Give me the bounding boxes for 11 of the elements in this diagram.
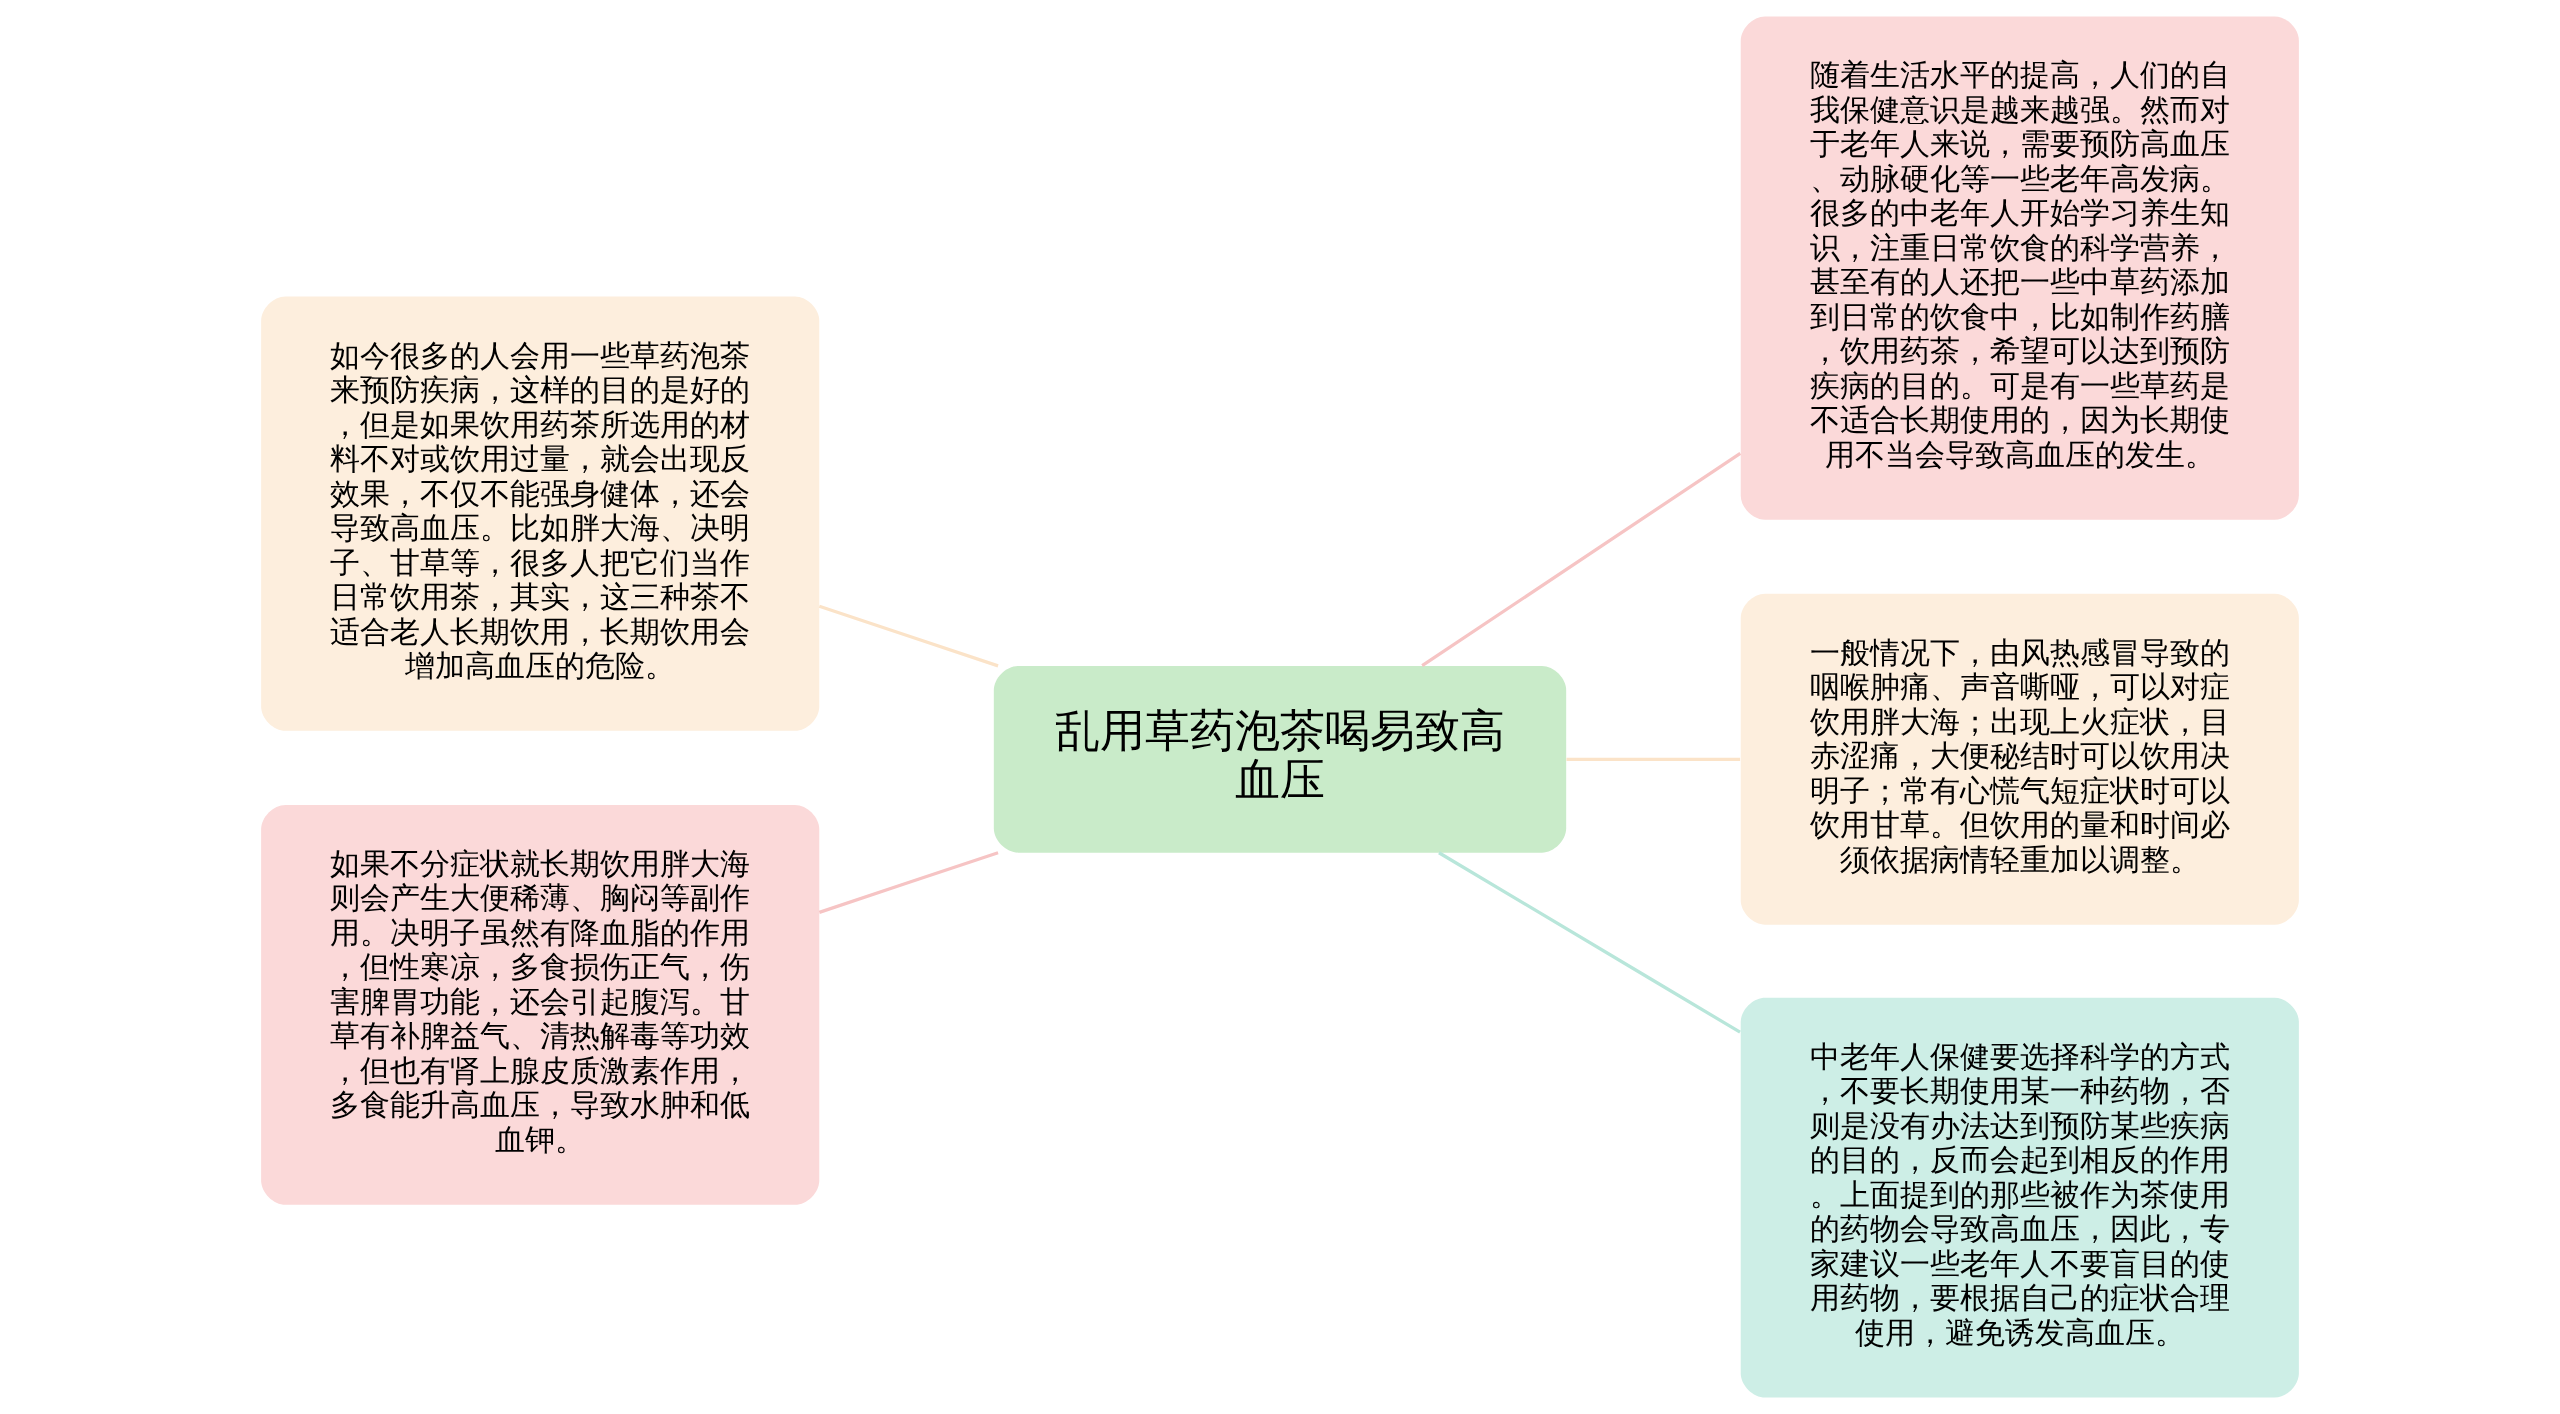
connector	[1566, 757, 1741, 761]
connector	[818, 604, 999, 668]
connector	[1421, 452, 1742, 668]
node-box: 随着生活水平的提高，人们的自我保健意识是越来越强。然而对于老年人来说，需要预防高血压、动脉硬化等一些老年高发病。很多的中老年人开始学习养生知识，注重日常饮食的科学营养，甚至有的人还把一些中草药添加到日常的饮食中，比如制作药膳，饮用药茶，希望可以达到预防疾病的目的。可是有一些草药是不适合长期使用的，因为长期使用不当会导致高血压的发生。	[1740, 16, 2299, 520]
connector	[818, 851, 999, 914]
node-box: 如果不分症状就长期饮用胖大海则会产生大便稀薄、胸闷等副作用。决明子虽然有降血脂的作用，但性寒凉，多食损伤正气，伤害脾胃功能，还会引起腹泻。甘草有补脾益气、清热解毒等功效，但也有肾上腺皮质激素作用，多食能升高血压，导致水肿和低血钾。	[261, 804, 820, 1205]
node-box: 一般情况下，由风热感冒导致的咽喉肿痛、声音嘶哑，可以对症饮用胖大海；出现上火症状，目赤涩痛，大便秘结时可以饮用决明子；常有心慌气短症状时可以饮用甘草。但饮用的量和时间必须依据病情轻重加以调整。	[1740, 593, 2299, 925]
connector	[1438, 851, 1741, 1034]
node-box: 乱用草药泡茶喝易致高血压	[993, 665, 1567, 853]
node-box: 中老年人保健要选择科学的方式，不要长期使用某一种药物，否则是没有办法达到预防某些疾病的目的，反而会起到相反的作用。上面提到的那些被作为茶使用的药物会导致高血压，因此，专家建议一些老年人不要盲目的使用药物，要根据自己的症状合理使用，避免诱发高血压。	[1740, 997, 2299, 1398]
node-box: 如今很多的人会用一些草药泡茶来预防疾病，这样的目的是好的，但是如果饮用药茶所选用的材料不对或饮用过量，就会出现反效果，不仅不能强身健体，还会导致高血压。比如胖大海、决明子、甘草等，很多人把它们当作日常饮用茶，其实，这三种茶不适合老人长期饮用，长期饮用会增加高血压的危险。	[261, 296, 820, 731]
